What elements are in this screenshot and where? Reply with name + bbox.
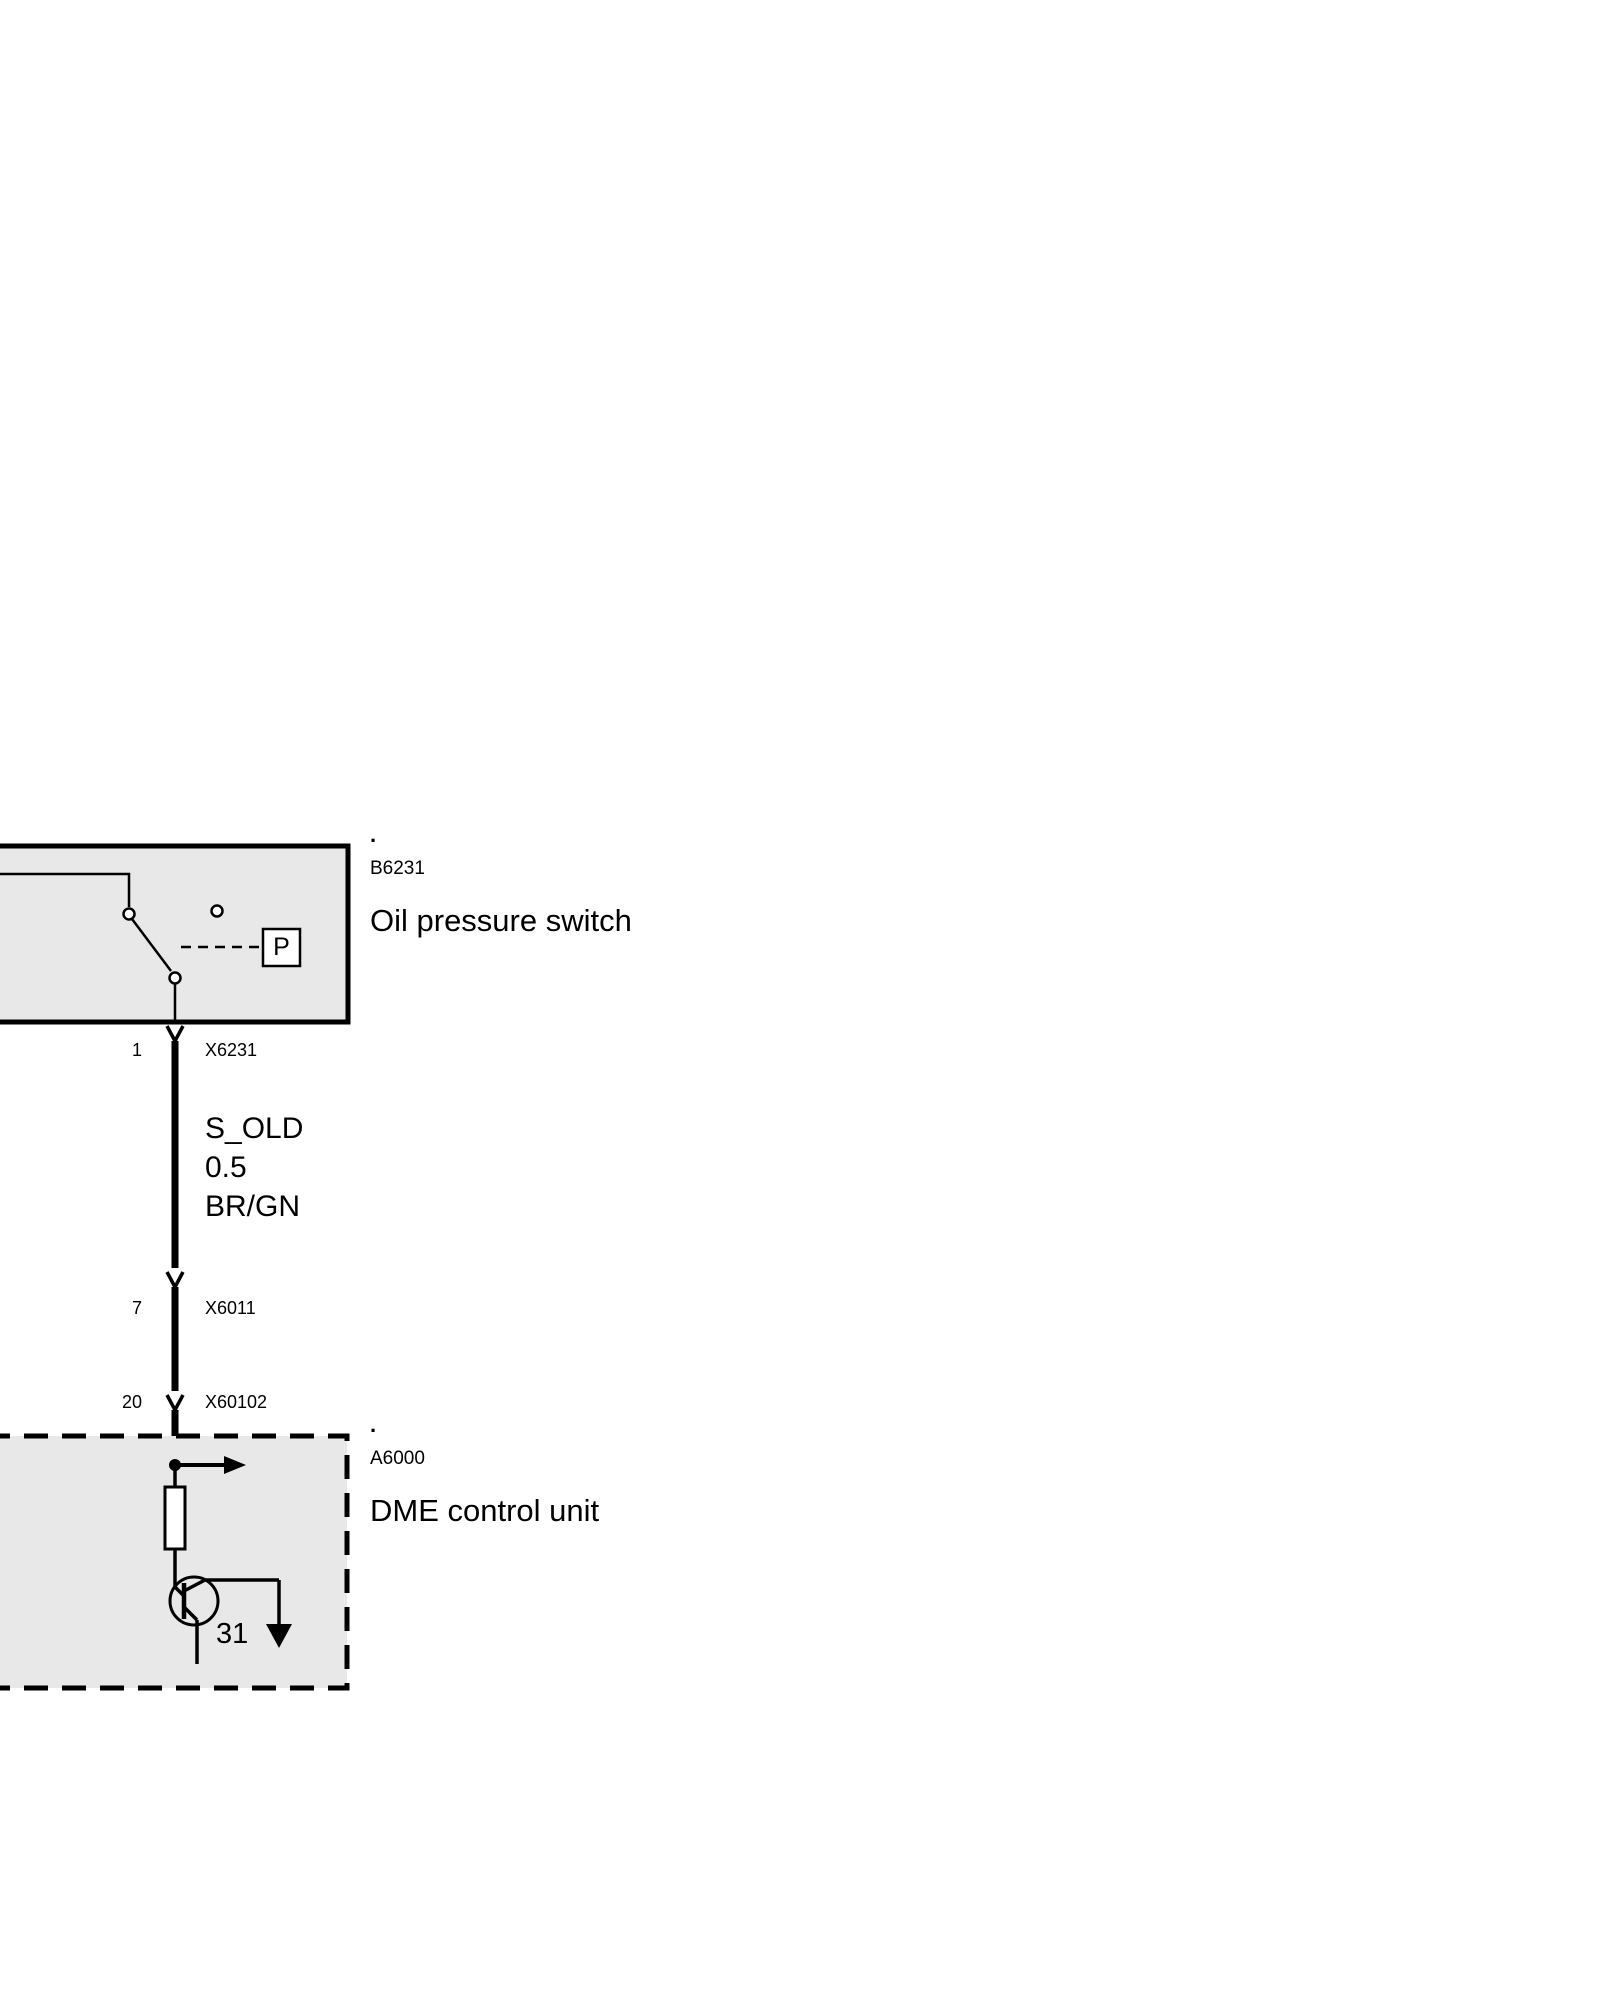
- pressure-sensor-letter: P: [273, 933, 290, 961]
- switch-bottom-contact: [168, 971, 182, 985]
- pressure-sensor-symbol-box: [261, 927, 302, 968]
- switch-pivot-contact: [122, 907, 136, 921]
- connector-symbol-x6231: [165, 1025, 185, 1045]
- connector-code-x6011: X6011: [205, 1298, 256, 1318]
- connector-symbol-x60102: [165, 1394, 185, 1414]
- connector-pin-20: 20: [121, 1392, 142, 1412]
- wire-gauge: 0.5: [205, 1151, 247, 1184]
- ground-terminal-label: 31: [216, 1618, 249, 1650]
- dme-code: A6000: [370, 1448, 425, 1469]
- transistor-circle: [168, 1575, 220, 1627]
- ground-symbol: [266, 1624, 292, 1648]
- transistor-collector-out: [183, 1578, 206, 1593]
- connector-pin-1: 1: [131, 1040, 142, 1060]
- connector-pin-7: 7: [131, 1298, 142, 1318]
- resistor-symbol: [163, 1485, 187, 1551]
- wire-color-code: BR/GN: [205, 1190, 301, 1223]
- oil-switch-label: Oil pressure switch: [370, 903, 632, 938]
- switch-open-contact: [210, 904, 224, 918]
- dme-label: DME control unit: [370, 1493, 600, 1528]
- connector-code-x6231: X6231: [205, 1040, 258, 1060]
- connector-symbol-x6011: [165, 1271, 185, 1291]
- dme-dot-marker: .: [370, 1412, 377, 1437]
- wire-s-old: [165, 1025, 185, 1465]
- switch-feed-line: [0, 872, 131, 907]
- dme-control-unit-box: [0, 1433, 350, 1691]
- transistor-emitter: [182, 1605, 199, 1622]
- connector-code-x60102: X60102: [205, 1392, 268, 1412]
- wire-name: S_OLD: [205, 1112, 304, 1145]
- signal-arrow-head: [224, 1456, 246, 1474]
- switch-arm: [131, 918, 172, 972]
- transistor-collector-in: [173, 1585, 186, 1598]
- oil-switch-dot-marker: .: [370, 822, 377, 847]
- oil-pressure-switch-box: [0, 843, 351, 1025]
- oil-switch-code: B6231: [370, 858, 425, 879]
